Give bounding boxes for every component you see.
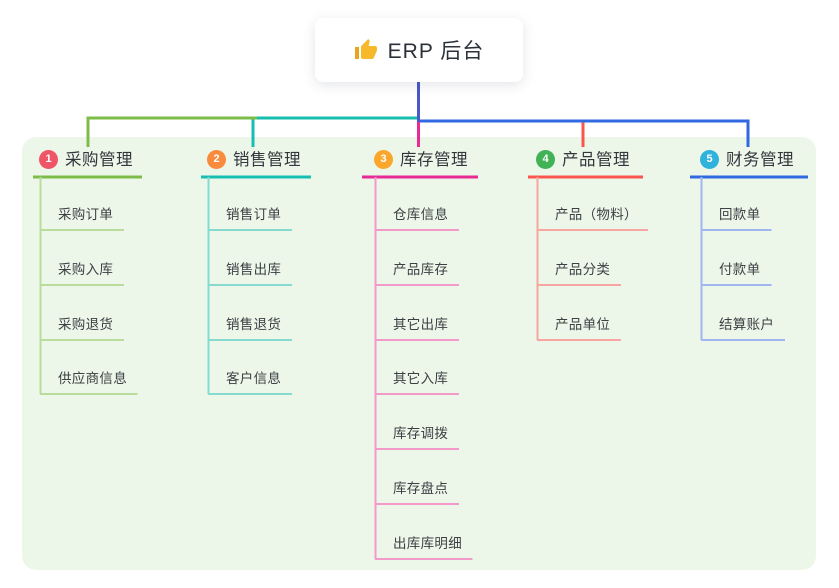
child-node[interactable]: 回款单: [719, 207, 761, 222]
thumbs-up-icon: [354, 39, 377, 59]
child-node[interactable]: 库存盘点: [393, 481, 449, 496]
child-node[interactable]: 付款单: [719, 262, 761, 277]
branch-node-2[interactable]: 销售管理: [233, 151, 301, 169]
child-node[interactable]: 供应商信息: [58, 371, 127, 386]
child-node[interactable]: 采购入库: [58, 262, 114, 277]
child-node[interactable]: 其它入库: [393, 371, 449, 386]
child-node[interactable]: 客户信息: [226, 371, 282, 386]
child-node[interactable]: 产品（物料）: [555, 207, 638, 222]
branch-4-number-badge: 4: [536, 150, 555, 169]
branch-node-4[interactable]: 产品管理: [562, 151, 630, 169]
child-node[interactable]: 销售退货: [226, 317, 282, 332]
child-node[interactable]: 产品单位: [555, 317, 611, 332]
branch-node-3[interactable]: 库存管理: [400, 151, 468, 169]
child-node[interactable]: 仓库信息: [393, 207, 449, 222]
child-node[interactable]: 采购退货: [58, 317, 114, 332]
branch-1-number-badge: 1: [39, 150, 58, 169]
branches-panel: [22, 137, 816, 570]
branch-3-number-badge: 3: [374, 150, 393, 169]
root-node-erp[interactable]: ERP 后台: [315, 18, 523, 82]
branch-node-1[interactable]: 采购管理: [65, 151, 133, 169]
child-node[interactable]: 销售出库: [226, 262, 282, 277]
child-node[interactable]: 产品库存: [393, 262, 449, 277]
child-node[interactable]: 其它出库: [393, 317, 449, 332]
branch-2-number-badge: 2: [207, 150, 226, 169]
child-node[interactable]: 出库库明细: [393, 536, 462, 551]
branch-node-5[interactable]: 财务管理: [726, 151, 794, 169]
child-node[interactable]: 库存调拨: [393, 426, 449, 441]
branch-5-number-badge: 5: [700, 150, 719, 169]
child-node[interactable]: 采购订单: [58, 207, 114, 222]
child-node[interactable]: 结算账户: [719, 317, 775, 332]
child-node[interactable]: 销售订单: [226, 207, 282, 222]
root-node-title: ERP 后台: [387, 40, 485, 63]
child-node[interactable]: 产品分类: [555, 262, 611, 277]
